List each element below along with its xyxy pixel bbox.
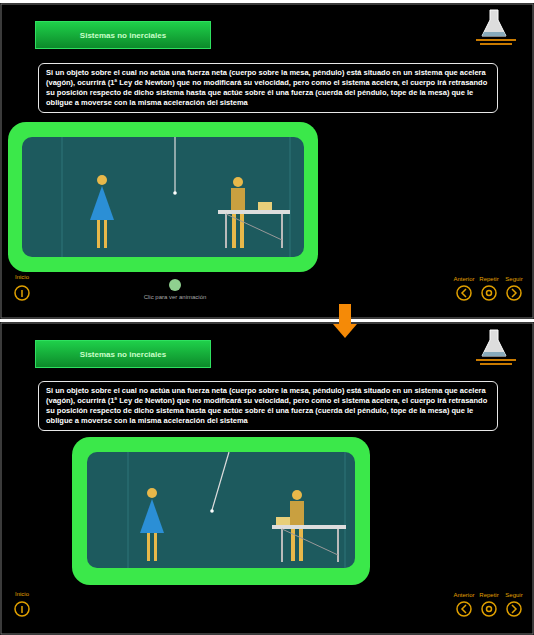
- button-label: Anterior: [453, 592, 474, 598]
- flask-logo: [476, 10, 516, 45]
- screen-background: [0, 322, 534, 635]
- body-text: Si un objeto sobre el cual no actúa una …: [46, 386, 490, 426]
- hint-label: Clic para ver animación: [144, 294, 207, 300]
- button-label: Anterior: [453, 276, 474, 282]
- woman-figure: [140, 488, 164, 561]
- nav-buttons: [15, 602, 521, 616]
- scene-panel: [72, 437, 370, 585]
- animation-button: [169, 279, 181, 291]
- button-label: Inicio: [15, 274, 29, 280]
- screen-background: [0, 3, 534, 319]
- button-label: Repetir: [479, 276, 498, 282]
- screen-frame: [1, 4, 533, 318]
- button-label: Seguir: [505, 276, 522, 282]
- nav-buttons: [15, 286, 521, 300]
- table: [272, 517, 346, 562]
- button-label: Inicio: [15, 591, 29, 597]
- flask-logo: [476, 330, 516, 365]
- button-label: Repetir: [479, 592, 498, 598]
- button-label: Seguir: [505, 592, 522, 598]
- scene-panel: [8, 122, 318, 272]
- table: [218, 202, 290, 248]
- body-text: Si un objeto sobre el cual no actúa una …: [46, 68, 490, 108]
- title-button: Sistemas no inerciales: [35, 21, 211, 49]
- transition-arrow: [333, 304, 357, 338]
- title-text: Sistemas no inerciales: [80, 350, 166, 359]
- title-text: Sistemas no inerciales: [80, 31, 166, 40]
- woman-figure: [90, 175, 114, 248]
- title-button: Sistemas no inerciales: [35, 340, 211, 368]
- description-box: Si un objeto sobre el cual no actúa una …: [38, 63, 498, 113]
- description-box: Si un objeto sobre el cual no actúa una …: [38, 381, 498, 431]
- screen-frame: [1, 323, 533, 634]
